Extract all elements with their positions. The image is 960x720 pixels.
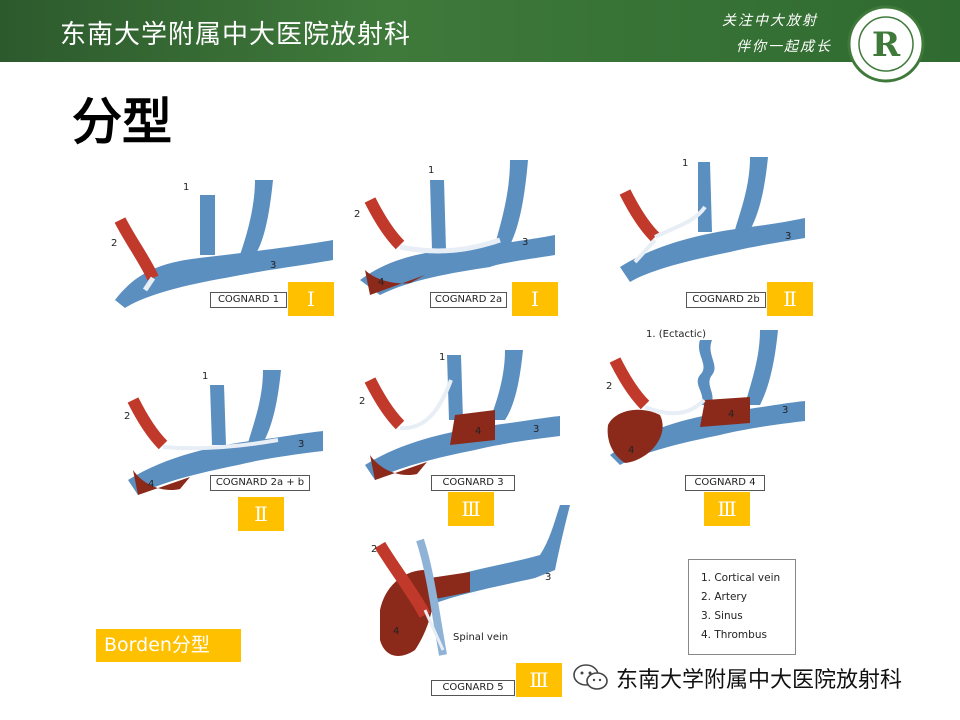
svg-text:4: 4: [728, 409, 734, 420]
svg-text:1: 1: [682, 158, 688, 169]
borden-type-badge: Ⅲ: [704, 492, 750, 526]
borden-type-badge: Ⅰ: [288, 282, 334, 316]
svg-text:1: 1: [202, 371, 208, 382]
svg-text:4: 4: [628, 445, 634, 456]
figure-caption: COGNARD 2a: [430, 292, 507, 308]
figure-caption: COGNARD 5: [431, 680, 515, 696]
borden-type-badge: Ⅲ: [516, 663, 562, 697]
slide-title: 分型: [72, 82, 172, 154]
svg-text:4: 4: [148, 479, 154, 490]
svg-text:2: 2: [606, 381, 612, 392]
svg-text:1. (Ectactic): 1. (Ectactic): [646, 329, 706, 340]
svg-text:3: 3: [270, 260, 276, 271]
svg-text:3: 3: [782, 405, 788, 416]
borden-type-badge: Ⅱ: [238, 497, 284, 531]
institution-title: 东南大学附属中大医院放射科: [60, 14, 411, 51]
watermark-text: 东南大学附属中大医院放射科: [616, 662, 902, 694]
figure-caption: COGNARD 3: [431, 475, 515, 491]
svg-text:Spinal vein: Spinal vein: [453, 632, 508, 643]
svg-text:4: 4: [378, 277, 384, 288]
borden-type-badge: Ⅱ: [767, 282, 813, 316]
legend-item: 3. Sinus: [701, 610, 743, 622]
legend-item: 4. Thrombus: [701, 629, 767, 641]
svg-text:1: 1: [428, 165, 434, 176]
svg-text:2: 2: [111, 238, 117, 249]
figure-caption: COGNARD 2b: [686, 292, 766, 308]
svg-text:2: 2: [124, 411, 130, 422]
svg-text:R: R: [872, 25, 901, 65]
figure-caption: COGNARD 4: [685, 475, 765, 491]
svg-text:3: 3: [298, 439, 304, 450]
svg-text:1: 1: [439, 352, 445, 363]
cognard-4-illustration: 1. (Ectactic) 2 3 4 4: [600, 325, 810, 470]
cognard-3-illustration: 1 2 3 4: [355, 350, 565, 490]
figure-caption: COGNARD 1: [210, 292, 287, 308]
svg-text:4: 4: [475, 426, 481, 437]
svg-text:3: 3: [785, 231, 791, 242]
legend-item: 2. Artery: [701, 591, 747, 603]
svg-text:2: 2: [354, 209, 360, 220]
svg-text:2: 2: [359, 396, 365, 407]
hospital-logo: R: [846, 4, 926, 84]
svg-text:3: 3: [545, 572, 551, 583]
cognard-5-illustration: 2 3 4 Spinal vein: [365, 500, 570, 670]
borden-type-badge: Ⅰ: [512, 282, 558, 316]
motto-line-1: 关注中大放射: [722, 10, 818, 30]
figure-caption: COGNARD 2a + b: [210, 475, 310, 491]
svg-text:4: 4: [393, 626, 399, 637]
legend-item: 1. Cortical vein: [701, 572, 780, 584]
cognard-2b-illustration: 1 3: [610, 152, 810, 292]
legend-box: 1. Cortical vein 2. Artery 3. Sinus 4. T…: [688, 559, 796, 655]
motto-line-2: 伴你一起成长: [736, 36, 832, 56]
svg-text:3: 3: [522, 237, 528, 248]
svg-text:3: 3: [533, 424, 539, 435]
borden-classification-label: Borden分型: [96, 629, 241, 662]
header-bar: 东南大学附属中大医院放射科 关注中大放射 伴你一起成长: [0, 0, 960, 62]
svg-text:2: 2: [371, 544, 377, 555]
svg-text:1: 1: [183, 182, 189, 193]
wechat-watermark: 东南大学附属中大医院放射科: [572, 660, 902, 696]
wechat-icon: [572, 663, 610, 693]
